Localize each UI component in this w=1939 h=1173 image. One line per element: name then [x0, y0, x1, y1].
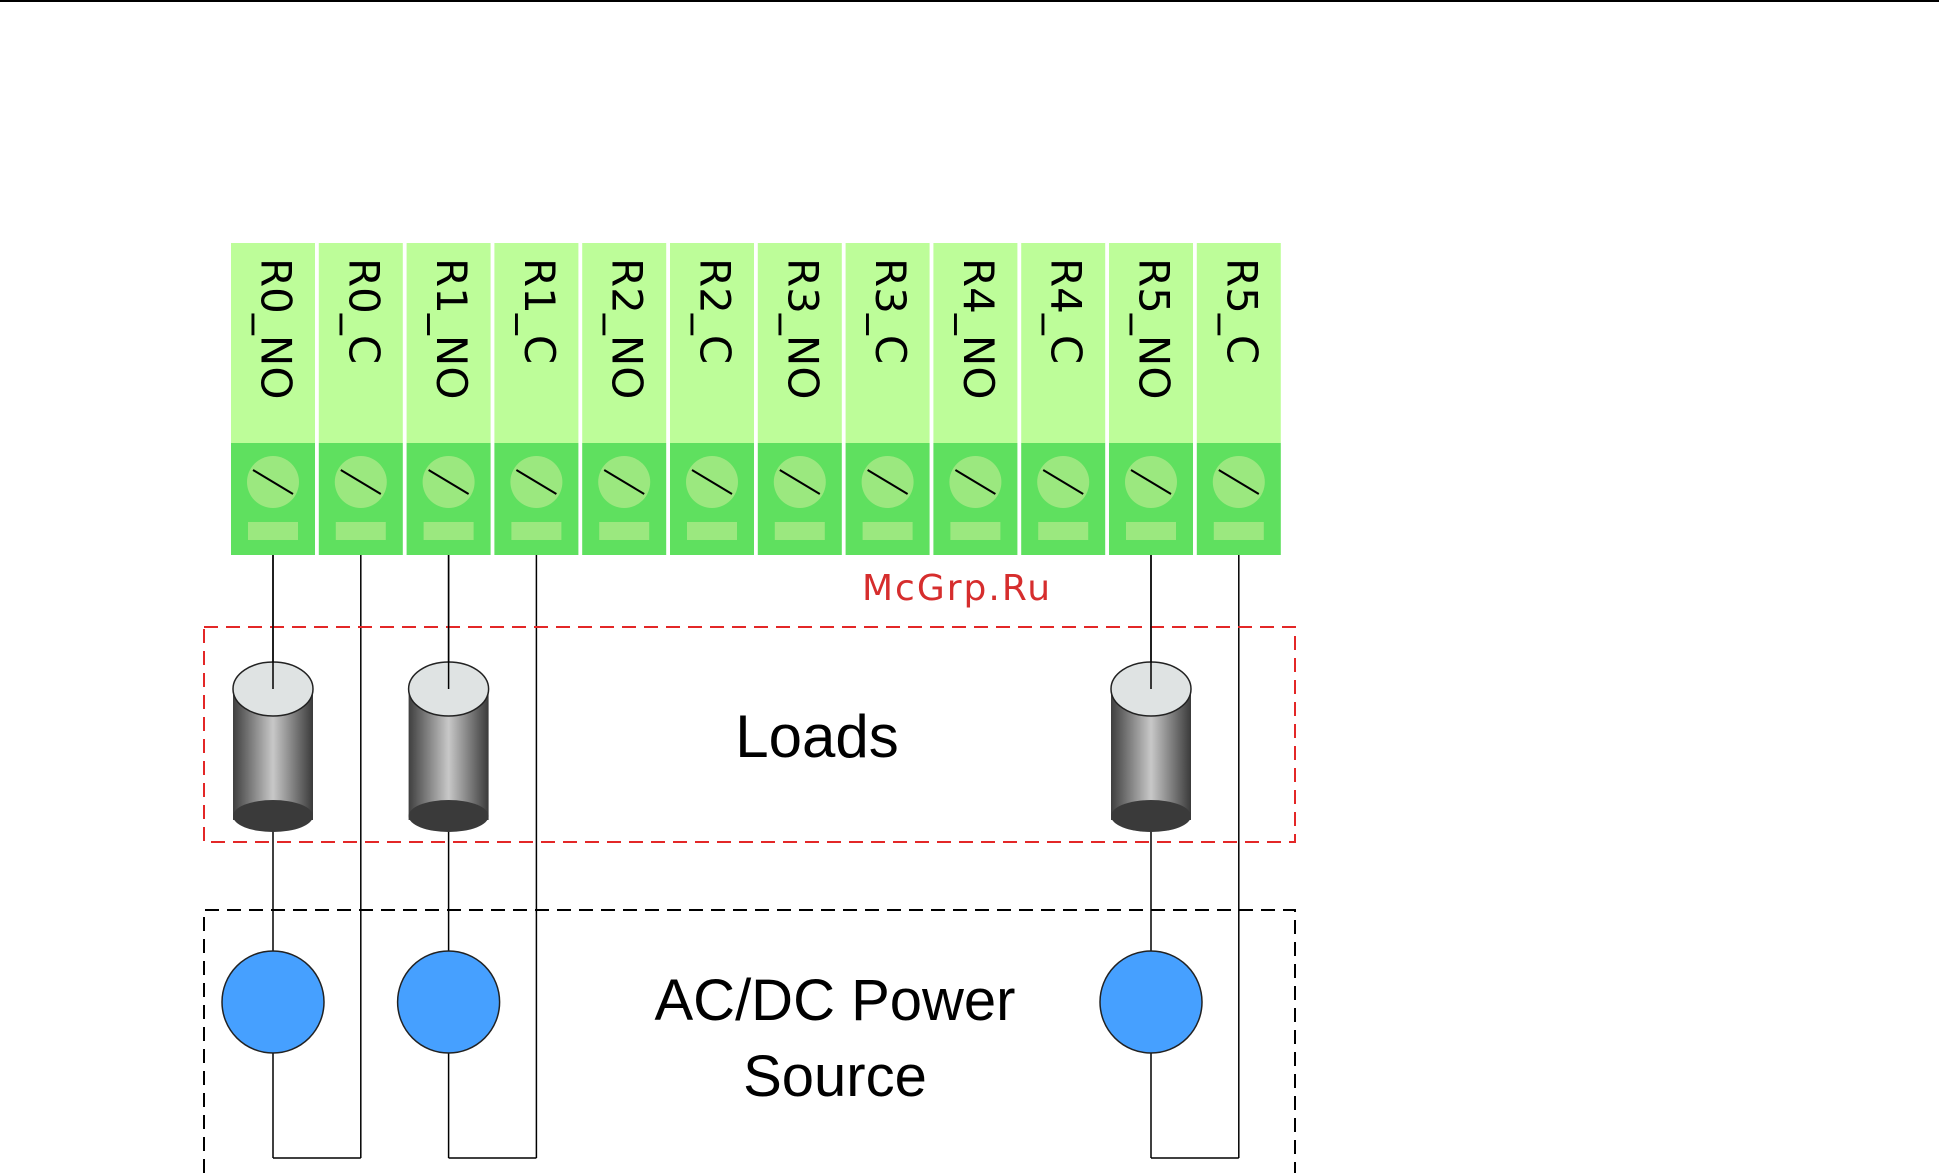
- terminal-r1-no[interactable]: R1_NO: [407, 243, 491, 555]
- wire-entry: [424, 522, 474, 540]
- load-1-icon: [409, 555, 489, 832]
- terminal-label: R0_NO: [252, 258, 301, 399]
- terminal-r1-c[interactable]: R1_C: [494, 243, 578, 555]
- relay-0-wiring: [273, 555, 361, 1158]
- wire-entry: [336, 522, 386, 540]
- load-base: [409, 800, 489, 832]
- wire-entry: [1038, 522, 1088, 540]
- terminal-label: R5_C: [1217, 258, 1266, 364]
- wire-entry: [248, 522, 298, 540]
- power-source-0-icon: [222, 951, 324, 1053]
- power-source-label-line2: Source: [743, 1044, 927, 1109]
- terminal-label: R4_C: [1042, 258, 1091, 364]
- terminal-label: R4_NO: [954, 258, 1003, 399]
- wire-entry: [1214, 522, 1264, 540]
- terminal-label: R3_NO: [778, 258, 827, 399]
- wire-entry: [863, 522, 913, 540]
- load-0-icon: [233, 555, 313, 832]
- terminal-label: R1_NO: [427, 258, 476, 399]
- power-source-1-icon: [398, 951, 500, 1053]
- wire-entry: [775, 522, 825, 540]
- power-source-label-line1: AC/DC Power: [655, 968, 1016, 1033]
- terminal-r5-c[interactable]: R5_C: [1197, 243, 1281, 555]
- load-5-icon: [1111, 555, 1191, 832]
- terminal-label: R1_C: [515, 258, 564, 364]
- terminal-r3-c[interactable]: R3_C: [846, 243, 930, 555]
- relay-1-wiring: [449, 555, 537, 1158]
- terminal-label: R3_C: [866, 258, 915, 364]
- terminal-block: R0_NO R0_C R1_NO R1_C R2_NO R2_C R3_NO R3_C R4_N…: [231, 243, 1281, 555]
- load-base: [1111, 800, 1191, 832]
- wire-entry: [950, 522, 1000, 540]
- terminal-label: R2_NO: [603, 258, 652, 399]
- watermark-text: McGrp.Ru: [862, 568, 1052, 609]
- loads-label: Loads: [735, 703, 898, 770]
- relay-5-wiring: [1151, 555, 1239, 1158]
- terminal-label: R2_C: [691, 258, 740, 364]
- terminal-r2-c[interactable]: R2_C: [670, 243, 754, 555]
- terminal-r0-c[interactable]: R0_C: [319, 243, 403, 555]
- wire-entry: [687, 522, 737, 540]
- terminal-r2-no[interactable]: R2_NO: [582, 243, 666, 555]
- terminal-label: R0_C: [339, 258, 388, 364]
- power-source-5-icon: [1100, 951, 1202, 1053]
- terminal-r0-no[interactable]: R0_NO: [231, 243, 315, 555]
- terminal-label: R5_NO: [1130, 258, 1179, 399]
- wire-entry: [1126, 522, 1176, 540]
- wire-entry: [599, 522, 649, 540]
- load-base: [233, 800, 313, 832]
- wire-entry: [511, 522, 561, 540]
- terminal-r3-no[interactable]: R3_NO: [758, 243, 842, 555]
- terminal-r4-no[interactable]: R4_NO: [933, 243, 1017, 555]
- terminal-r5-no[interactable]: R5_NO: [1109, 243, 1193, 555]
- terminal-r4-c[interactable]: R4_C: [1021, 243, 1105, 555]
